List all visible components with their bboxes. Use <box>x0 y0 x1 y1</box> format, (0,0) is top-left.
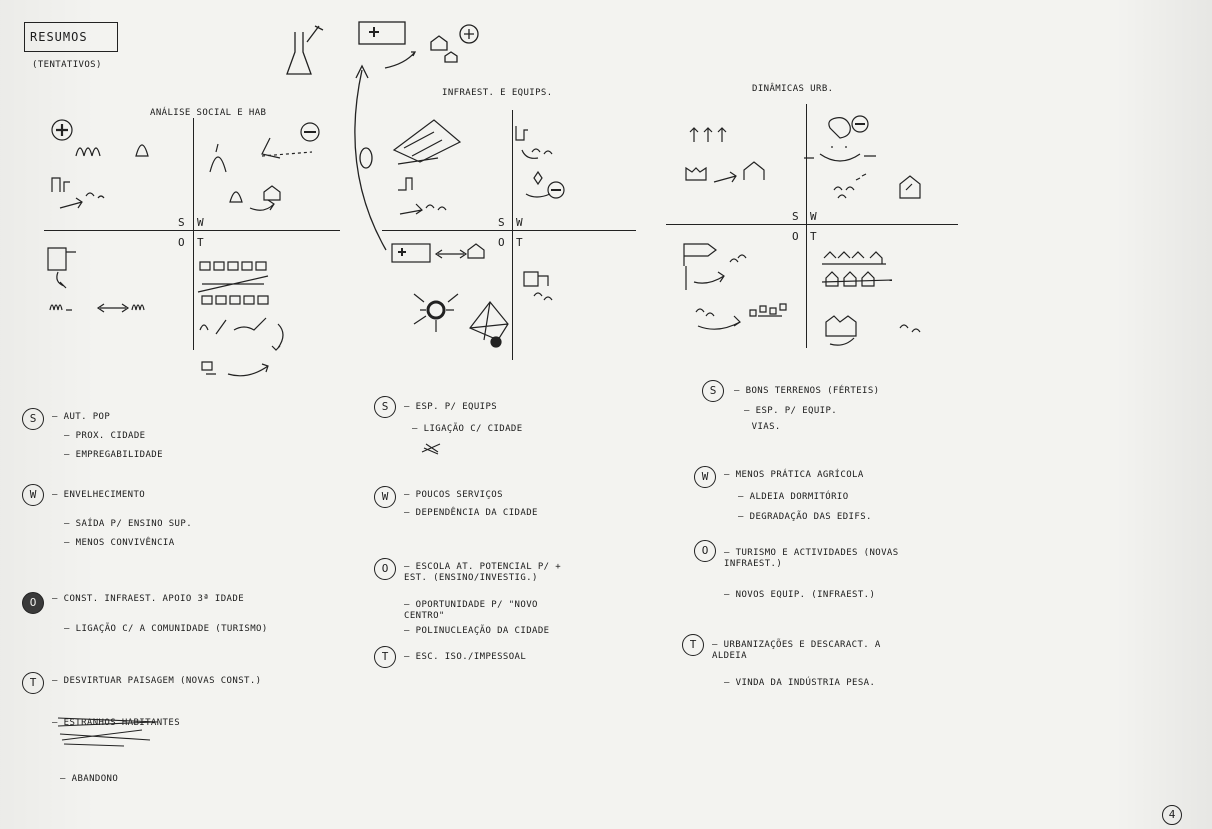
section-3-strength-item: – BONS TERRENOS (FÉRTEIS) <box>734 386 879 397</box>
section-1-sketches <box>40 112 340 392</box>
section-3-strength-item: VIAS. <box>740 422 781 433</box>
section-2-threat-item: – ESC. ISO./IMPESSOAL <box>404 652 526 663</box>
section-3-weakness-item: – MENOS PRÁTICA AGRÍCOLA <box>724 470 864 481</box>
section-3-heading: DINÂMICAS URB. <box>752 84 833 95</box>
section-2-opportunity-item: – POLINUCLEAÇÃO DA CIDADE <box>404 626 549 637</box>
section-1-opportunity-item: – LIGAÇÃO C/ A COMUNIDADE (TURISMO) <box>64 624 268 635</box>
section-2-heading: INFRAEST. E EQUIPS. <box>442 88 553 99</box>
section-3-strength-item: – ESP. P/ EQUIP. <box>744 406 837 417</box>
section-2-opportunity-item: – ESCOLA AT. POTENCIAL P/ + EST. (ENSINO… <box>404 562 564 584</box>
section-1-threat-item: – DESVIRTUAR PAISAGEM (NOVAS CONST.) <box>52 676 261 687</box>
page-subtitle: (TENTATIVOS) <box>32 60 102 71</box>
section-3-opportunity-item: – NOVOS EQUIP. (INFRAEST.) <box>724 590 875 601</box>
section-1-strength-item: – PROX. CIDADE <box>64 431 145 442</box>
section-3-threat-item: – VINDA DA INDÚSTRIA PESA. <box>724 678 875 689</box>
section-2-threats-marker: T <box>374 646 396 668</box>
section-2-strengths-marker: S <box>374 396 396 418</box>
section-1-weakness-item: – SAÍDA P/ ENSINO SUP. <box>64 519 192 530</box>
section-1-strengths-marker: S <box>22 408 44 430</box>
section-1-opportunities-marker: O <box>22 592 44 614</box>
section-1-weaknesses-marker: W <box>22 484 44 506</box>
page-title: RESUMOS <box>30 30 88 44</box>
section-3-weakness-item: – ALDEIA DORMITÓRIO <box>738 492 849 503</box>
section-2-weaknesses-marker: W <box>374 486 396 508</box>
section-1-strength-item: – EMPREGABILIDADE <box>64 450 163 461</box>
section-3-weaknesses-marker: W <box>694 466 716 488</box>
section-2-strength-item: – LIGAÇÃO C/ CIDADE <box>412 424 523 435</box>
section-3-weakness-item: – DEGRADAÇÃO DAS EDIFS. <box>738 512 872 523</box>
section-3-strengths-marker: S <box>702 380 724 402</box>
section-1-threats-marker: T <box>22 672 44 694</box>
section-1-opportunity-item: – CONST. INFRAEST. APOIO 3ª IDADE <box>52 594 244 605</box>
section-3-opportunities-marker: O <box>694 540 716 562</box>
section-1-crossed-out-scribble <box>56 712 166 748</box>
section-2-opportunities-marker: O <box>374 558 396 580</box>
section-2-opportunity-item: – OPORTUNIDADE P/ "NOVO CENTRO" <box>404 600 554 622</box>
section-1-strength-item: – AUT. POP <box>52 412 110 423</box>
section-3-opportunity-item: – TURISMO E ACTIVIDADES (NOVAS INFRAEST.… <box>724 548 904 570</box>
section-2-crossed-out-scribble <box>420 440 444 456</box>
section-1-weakness-item: – ENVELHECIMENTO <box>52 490 145 501</box>
section-2-strength-item: – ESP. P/ EQUIPS <box>404 402 497 413</box>
section-3-threat-item: – URBANIZAÇÕES E DESCARACT. A ALDEIA <box>712 640 912 662</box>
section-3-sketches <box>674 106 934 356</box>
section-1-threat-item: – ABANDONO <box>60 774 118 785</box>
section-2-weakness-item: – POUCOS SERVIÇOS <box>404 490 503 501</box>
section-2-sketches <box>384 110 584 360</box>
section-3-threats-marker: T <box>682 634 704 656</box>
page-number: 4 <box>1162 805 1182 825</box>
section-1-weakness-item: – MENOS CONVIVÊNCIA <box>64 538 175 549</box>
top-sketch-drawing <box>285 12 515 92</box>
section-2-weakness-item: – DEPENDÊNCIA DA CIDADE <box>404 508 538 519</box>
